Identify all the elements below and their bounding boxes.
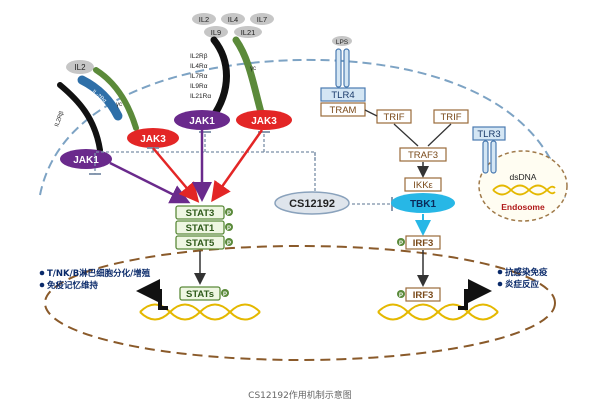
irf3-nuclear-box <box>405 287 441 302</box>
tlr3-transmembrane <box>482 140 497 174</box>
phospho-stat1: P <box>227 226 231 232</box>
tlr4-label: TLR4 <box>331 90 354 101</box>
endosome-label: Endosome <box>501 202 545 212</box>
outcomes-right: 抗感染免疫 炎症反应 <box>497 267 548 290</box>
trif-left-box <box>376 109 412 124</box>
jak3-left-label: JAK3 <box>140 134 166 145</box>
lps-label: LPS <box>336 39 349 46</box>
tlr3-label: TLR3 <box>477 129 500 140</box>
outcome-left-0: T/NK/B淋巴细胞分化/增殖 <box>47 268 151 279</box>
il2-cytokine-top <box>192 13 216 25</box>
tlr4-transmembrane <box>335 48 350 88</box>
il7-label: IL7 <box>257 15 267 24</box>
phospho-stats-nuclear-label: P <box>223 292 227 298</box>
ikke-label: IKKε <box>413 180 433 191</box>
phospho-stat3: P <box>227 211 231 217</box>
alpha-label-1: IL4Rα <box>190 63 208 70</box>
il2-top-label: IL2 <box>199 15 209 24</box>
figure-caption: CS12192作用机制示意图 <box>248 389 352 401</box>
jak1-mid <box>174 110 230 130</box>
il2ra-receptor <box>77 75 123 121</box>
arrow-jak3-right-stat <box>211 129 264 203</box>
il4-cytokine <box>221 13 245 25</box>
jak3-left <box>127 128 179 148</box>
tbk1-label: TBK1 <box>410 199 437 210</box>
alpha-chain-receptor <box>208 36 230 122</box>
inhibition-lines <box>94 132 392 205</box>
traf3-box <box>399 147 447 162</box>
gamma-c-receptor-left <box>93 67 139 131</box>
jak3-right-label: JAK3 <box>251 116 277 127</box>
il9-cytokine <box>204 26 228 38</box>
jak3-right <box>236 110 292 130</box>
gamma-c-left-label: γc <box>116 102 122 108</box>
transcription-arrow-left <box>136 279 168 310</box>
stat-stack: STAT3 STAT1 STAT5 <box>175 205 225 250</box>
dsdna-label: dsDNA <box>510 172 537 182</box>
stat3-label: STAT3 <box>186 208 215 219</box>
phospho-marks-stat: P P P <box>225 208 233 247</box>
gamma-c-receptor-right <box>232 36 266 120</box>
il21-cytokine <box>234 26 262 38</box>
traf3-label: TRAF3 <box>408 150 438 161</box>
phospho-irf3-label: P <box>399 241 403 247</box>
tlr3-box <box>472 126 506 141</box>
tram-box <box>320 102 366 117</box>
trif-right-box <box>433 109 469 124</box>
stat1-label: STAT1 <box>186 223 215 234</box>
trif-left-label: TRIF <box>383 112 404 123</box>
alpha-label-2: IL7Rα <box>190 73 208 80</box>
cs12192-label: CS12192 <box>289 198 335 210</box>
ikke-box <box>404 177 442 192</box>
arrow-jak1-left-stat <box>109 161 191 204</box>
phospho-stats-nuclear <box>221 289 229 297</box>
gamma-c-right-label: γc <box>250 66 256 72</box>
connectors-to-traf3 <box>364 109 452 147</box>
stats-nuclear-box <box>179 286 221 301</box>
stat5-label: STAT5 <box>186 238 215 249</box>
il9-label: IL9 <box>211 28 221 37</box>
il2-cytokine-left <box>66 60 94 74</box>
il7-cytokine <box>250 13 274 25</box>
il2-left-label: IL2 <box>74 63 86 72</box>
phospho-irf3-nuclear-label: P <box>399 293 403 299</box>
trif-right-label: TRIF <box>440 112 461 123</box>
alpha-label-3: IL9Rα <box>190 83 208 90</box>
il21-label: IL21 <box>241 28 256 37</box>
tbk1 <box>391 193 455 213</box>
outcome-right-0: 抗感染免疫 <box>505 267 548 278</box>
tlr4-box <box>320 87 366 102</box>
tram-label: TRAM <box>330 105 357 116</box>
irf3-box <box>405 235 441 250</box>
irf3-label: IRF3 <box>413 238 434 249</box>
cs12192-inhibitor <box>274 191 350 215</box>
phospho-stat5: P <box>227 241 231 247</box>
phospho-irf3-nuclear <box>397 290 405 298</box>
dna-helix-right <box>377 303 499 321</box>
nucleus-envelope <box>44 245 556 361</box>
arrow-jak3-left-stat <box>152 147 200 203</box>
dna-helix-endosome <box>492 184 556 196</box>
phospho-irf3 <box>397 238 405 246</box>
alpha-label-4: IL21Rα <box>190 93 211 100</box>
alpha-receptor-list: IL2Rβ IL4Rα IL7Rα IL9Rα IL21Rα <box>190 53 211 100</box>
il4-label: IL4 <box>228 15 238 24</box>
outcome-left-1: 免疫记忆维持 <box>47 280 99 291</box>
jak1-left-label: JAK1 <box>73 155 99 166</box>
il2rb-left-label: IL2Rβ <box>54 110 65 128</box>
outcome-right-1: 炎症反应 <box>505 279 540 290</box>
transcription-arrow-right <box>458 279 492 310</box>
stats-nuclear-label: STATs <box>186 289 214 300</box>
il2rb-receptor-left <box>57 82 103 153</box>
jak1-left <box>60 149 112 169</box>
outcomes-left: T/NK/B淋巴细胞分化/增殖 免疫记忆维持 <box>39 268 151 291</box>
lps <box>332 36 352 46</box>
irf3-nuclear-label: IRF3 <box>413 290 434 301</box>
alpha-label-0: IL2Rβ <box>190 53 208 60</box>
jak1-mid-label: JAK1 <box>189 116 215 127</box>
